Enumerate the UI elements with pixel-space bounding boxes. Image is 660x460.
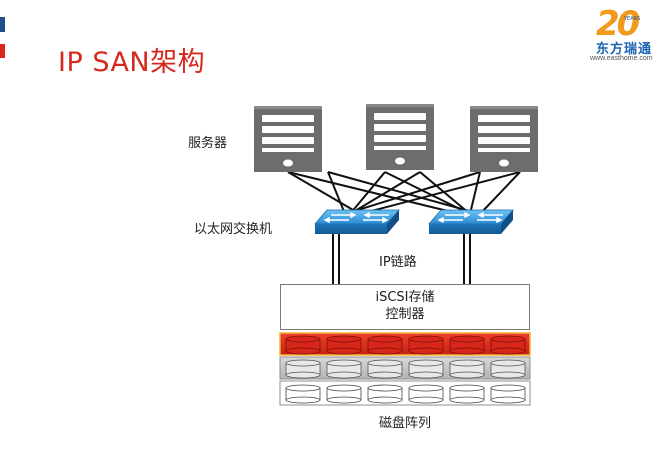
disk-array-label: 磁盘阵列	[379, 416, 432, 431]
disk-row-white	[279, 380, 531, 406]
disk-cylinder-icon	[326, 384, 362, 404]
servers-label: 服务器	[188, 136, 228, 151]
disk-cylinder-icon	[449, 359, 485, 379]
controller-label-line2: 控制器	[385, 307, 425, 322]
company-logo: 20 YEARS 东方瑞通 www.easthome.com	[590, 6, 658, 66]
disk-row-red	[279, 332, 531, 356]
link-line	[359, 171, 521, 215]
disk-cylinder-icon	[490, 335, 526, 355]
link-line	[384, 171, 471, 215]
link-line	[287, 171, 361, 215]
network-switch-icon	[314, 209, 400, 234]
disk-cylinder-icon	[326, 335, 362, 355]
link-line	[419, 171, 471, 215]
logo-url: www.easthome.com	[590, 55, 653, 62]
link-line	[349, 171, 421, 215]
server-switch-links	[287, 171, 521, 215]
disk-cylinder-icon	[285, 335, 321, 355]
link-line	[479, 171, 521, 215]
disk-cylinder-icon	[326, 359, 362, 379]
disk-cylinder-icon	[408, 384, 444, 404]
logo-number: 20	[596, 4, 640, 44]
network-switch-icon	[428, 209, 514, 234]
disk-cylinder-icon	[449, 335, 485, 355]
logo-years: YEARS	[624, 16, 641, 22]
link-line	[327, 171, 346, 215]
slide-title: IP SAN架构	[58, 47, 206, 78]
ip-link-label: IP链路	[379, 255, 417, 270]
logo-brand: 东方瑞通	[596, 42, 653, 57]
disk-cylinder-icon	[408, 359, 444, 379]
disk-cylinder-icon	[408, 335, 444, 355]
link-line	[287, 171, 461, 215]
disk-row-gray	[279, 356, 531, 380]
accent-bar-red	[0, 44, 5, 58]
switches-label: 以太网交换机	[194, 222, 273, 237]
disk-cylinder-icon	[367, 384, 403, 404]
disk-cylinder-icon	[285, 384, 321, 404]
ip-links	[332, 232, 471, 284]
disk-cylinder-icon	[367, 359, 403, 379]
iscsi-controller: iSCSI存储 控制器	[280, 284, 530, 330]
link-line	[344, 171, 481, 215]
disk-cylinder-icon	[367, 335, 403, 355]
accent-bar-blue	[0, 17, 5, 32]
server-icon	[470, 106, 538, 172]
controller-label-line1: iSCSI存储	[375, 290, 435, 305]
disk-cylinder-icon	[285, 359, 321, 379]
disk-cylinder-icon	[449, 384, 485, 404]
server-icon	[254, 106, 322, 172]
disk-cylinder-icon	[490, 359, 526, 379]
disk-cylinder-icon	[490, 384, 526, 404]
server-icon	[366, 104, 434, 170]
link-line	[349, 171, 386, 215]
link-line	[469, 171, 481, 215]
